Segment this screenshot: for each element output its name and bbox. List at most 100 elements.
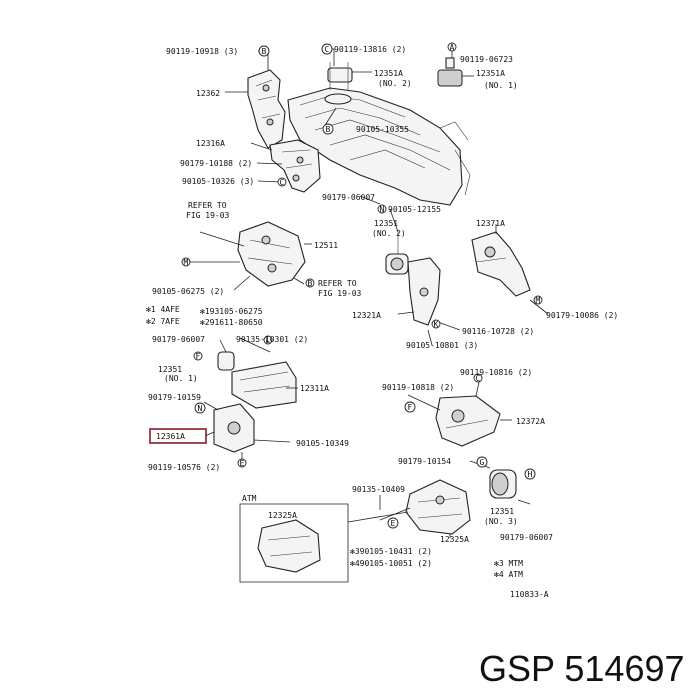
bracket-12316A bbox=[269, 139, 321, 193]
mount-12321A bbox=[385, 232, 441, 326]
svg-text:C: C bbox=[280, 178, 285, 187]
mount-12351A-no2 bbox=[327, 62, 353, 90]
label-l21: 90105-06275 (2) bbox=[152, 287, 224, 296]
label-l24: ✻1 4AFE bbox=[146, 305, 180, 314]
label-l29: 90179-10086 (2) bbox=[546, 311, 618, 320]
marker-m4: B bbox=[322, 123, 334, 135]
label-l12: 90105-10326 (3) bbox=[182, 177, 254, 186]
marker-m6: N bbox=[377, 204, 387, 214]
label-l52: ✻390105-10431 (2) bbox=[350, 547, 432, 556]
svg-text:E: E bbox=[240, 459, 245, 468]
label-l23: FIG 19-03 bbox=[318, 289, 362, 298]
label-l40: 12372A bbox=[516, 417, 545, 426]
svg-text:H: H bbox=[528, 470, 533, 479]
label-l36: 12311A bbox=[300, 384, 329, 393]
mount-12351A-no1 bbox=[437, 57, 463, 87]
highlighted-part-box bbox=[149, 428, 207, 444]
brand-part-number: GSP 514697 bbox=[479, 648, 685, 690]
marker-m16: E bbox=[237, 458, 247, 468]
label-l28: 12321A bbox=[352, 311, 381, 320]
svg-text:M: M bbox=[536, 296, 541, 305]
marker-m13: C bbox=[473, 373, 483, 383]
label-l50: 90179-06007 bbox=[500, 533, 553, 542]
marker-m5: C bbox=[277, 177, 287, 187]
label-l46: 90135-10409 bbox=[352, 485, 405, 494]
label-l49: (NO. 3) bbox=[484, 517, 518, 526]
label-l18: 12351 bbox=[374, 219, 398, 228]
bracket-12511 bbox=[188, 221, 306, 287]
label-l53: ✻490105-10051 (2) bbox=[350, 559, 432, 568]
svg-text:F: F bbox=[408, 403, 413, 412]
part-number: 514697 bbox=[564, 648, 685, 689]
label-l38: 90179-10159 bbox=[148, 393, 201, 402]
label-l56: 110833-A bbox=[510, 590, 549, 599]
label-l17: 12371A bbox=[476, 219, 505, 228]
label-l13: 90179-06007 bbox=[322, 193, 375, 202]
marker-m10: K bbox=[431, 319, 441, 329]
label-l09: 90105-10355 bbox=[356, 125, 409, 134]
label-l22: REFER TO bbox=[318, 279, 357, 288]
label-l37: 90119-10816 (2) bbox=[460, 368, 532, 377]
svg-text:G: G bbox=[480, 458, 485, 467]
label-l20: 12511 bbox=[314, 241, 338, 250]
mount-12371A bbox=[471, 231, 531, 297]
marker-m1: B bbox=[258, 45, 270, 57]
label-l41: 12361A bbox=[156, 432, 185, 441]
label-l54: ✻3 MTM bbox=[494, 559, 523, 568]
label-l05: (NO. 2) bbox=[378, 79, 412, 88]
label-l30: 90116-10728 (2) bbox=[462, 327, 534, 336]
svg-text:C: C bbox=[325, 45, 330, 54]
marker-m17: G bbox=[476, 456, 488, 468]
mount-12361A bbox=[213, 403, 291, 453]
svg-text:F: F bbox=[196, 352, 201, 361]
label-l04: 12351A bbox=[374, 69, 403, 78]
marker-m9: M bbox=[533, 295, 543, 305]
svg-text:B: B bbox=[308, 279, 313, 288]
label-l06: 12351A bbox=[476, 69, 505, 78]
mount-12351-no3 bbox=[489, 469, 517, 499]
callout-labels: 90119-10918 (3) 90119-13816 (2) 90119-06… bbox=[146, 45, 618, 599]
svg-text:M: M bbox=[184, 258, 189, 267]
label-l31: 90105-10801 (3) bbox=[406, 341, 478, 350]
svg-text:N: N bbox=[198, 404, 203, 413]
bracket-12325A bbox=[379, 479, 471, 535]
marker-m15: N bbox=[194, 402, 206, 414]
label-l26: ✻193105-06275 bbox=[200, 307, 263, 316]
label-l44: 90179-10154 bbox=[398, 457, 451, 466]
label-l47: 12325A bbox=[268, 511, 297, 520]
mount-12311A bbox=[217, 351, 297, 409]
svg-text:B: B bbox=[262, 47, 267, 56]
label-l25: ✻2 7AFE bbox=[146, 317, 180, 326]
svg-text:C: C bbox=[476, 374, 481, 383]
label-l11: 90179-10188 (2) bbox=[180, 159, 252, 168]
svg-text:B: B bbox=[326, 125, 331, 134]
label-l27: ✻291611-80650 bbox=[200, 318, 263, 327]
label-l42: 90105-10349 bbox=[296, 439, 349, 448]
label-l48: 12351 bbox=[490, 507, 514, 516]
marker-m11: L bbox=[263, 335, 273, 345]
label-l16: 90105-12155 bbox=[388, 205, 441, 214]
svg-text:A: A bbox=[450, 43, 455, 52]
label-l10: 12316A bbox=[196, 139, 225, 148]
marker-m8: B bbox=[305, 278, 315, 288]
label-l33: 90135-10301 (2) bbox=[236, 335, 308, 344]
svg-text:E: E bbox=[391, 519, 396, 528]
brand-name: GSP bbox=[479, 648, 555, 689]
bracket-12362 bbox=[247, 69, 286, 149]
label-l32: 90179-06007 bbox=[152, 335, 205, 344]
marker-m18: E bbox=[387, 517, 399, 529]
label-l15: FIG 19-03 bbox=[186, 211, 230, 220]
svg-text:K: K bbox=[434, 320, 439, 329]
label-l51: 12325A bbox=[440, 535, 469, 544]
label-l43: 90119-10576 (2) bbox=[148, 463, 220, 472]
label-l34: 12351 bbox=[158, 365, 182, 374]
marker-m3: A bbox=[447, 42, 457, 52]
label-l07: (NO. 1) bbox=[484, 81, 518, 90]
label-l03: 90119-06723 bbox=[460, 55, 513, 64]
label-l45: ATM bbox=[242, 494, 257, 503]
marker-m7: M bbox=[181, 257, 191, 267]
label-l14: REFER TO bbox=[188, 201, 227, 210]
label-l19: (NO. 2) bbox=[372, 229, 406, 238]
atm-inset bbox=[239, 503, 409, 583]
